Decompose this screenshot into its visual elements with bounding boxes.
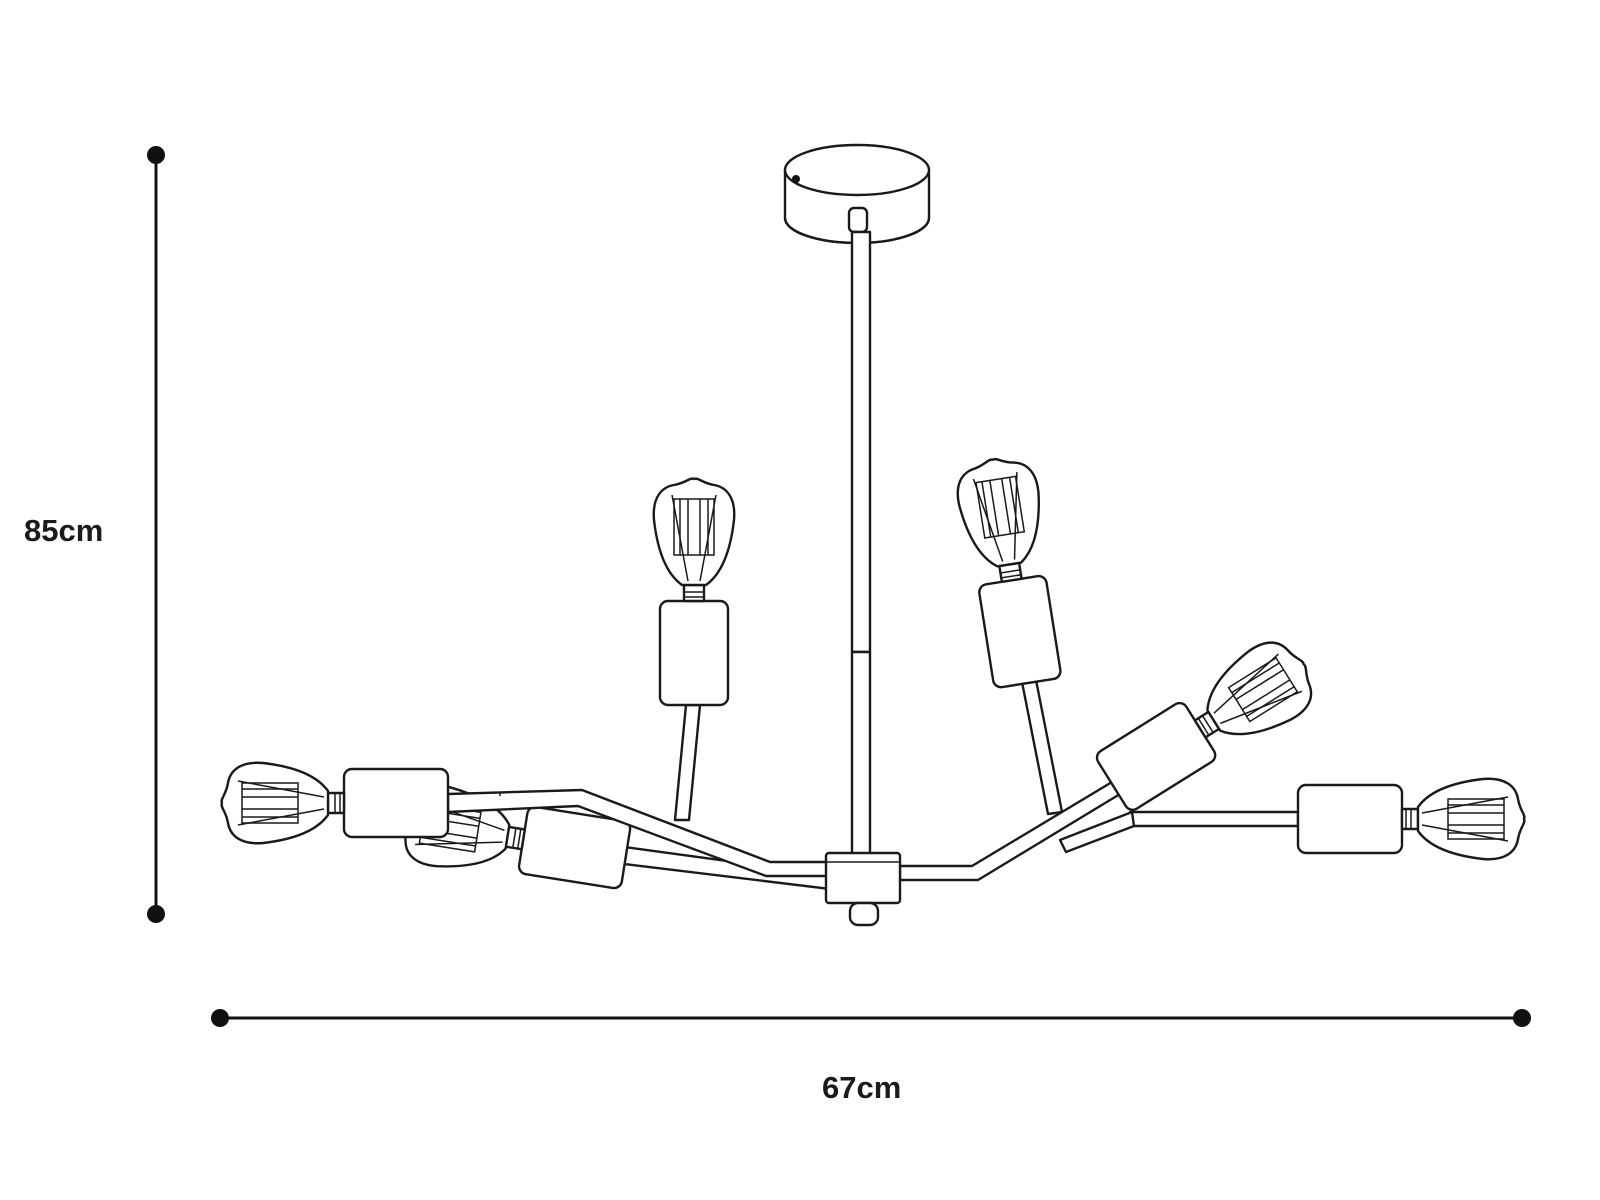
- arm-right-angled: [898, 628, 1327, 882]
- arm-upright-right: [951, 451, 1069, 816]
- arm-upright-left: [652, 477, 736, 822]
- ceiling-canopy: [783, 143, 931, 245]
- central-hub: [824, 851, 902, 927]
- down-rod: [850, 230, 872, 859]
- arm-right: [1058, 777, 1526, 861]
- height-label: 85cm: [24, 513, 104, 548]
- width-dimension-line: [211, 1009, 1531, 1027]
- height-dimension-line: [147, 146, 165, 923]
- width-label: 67cm: [822, 1070, 902, 1105]
